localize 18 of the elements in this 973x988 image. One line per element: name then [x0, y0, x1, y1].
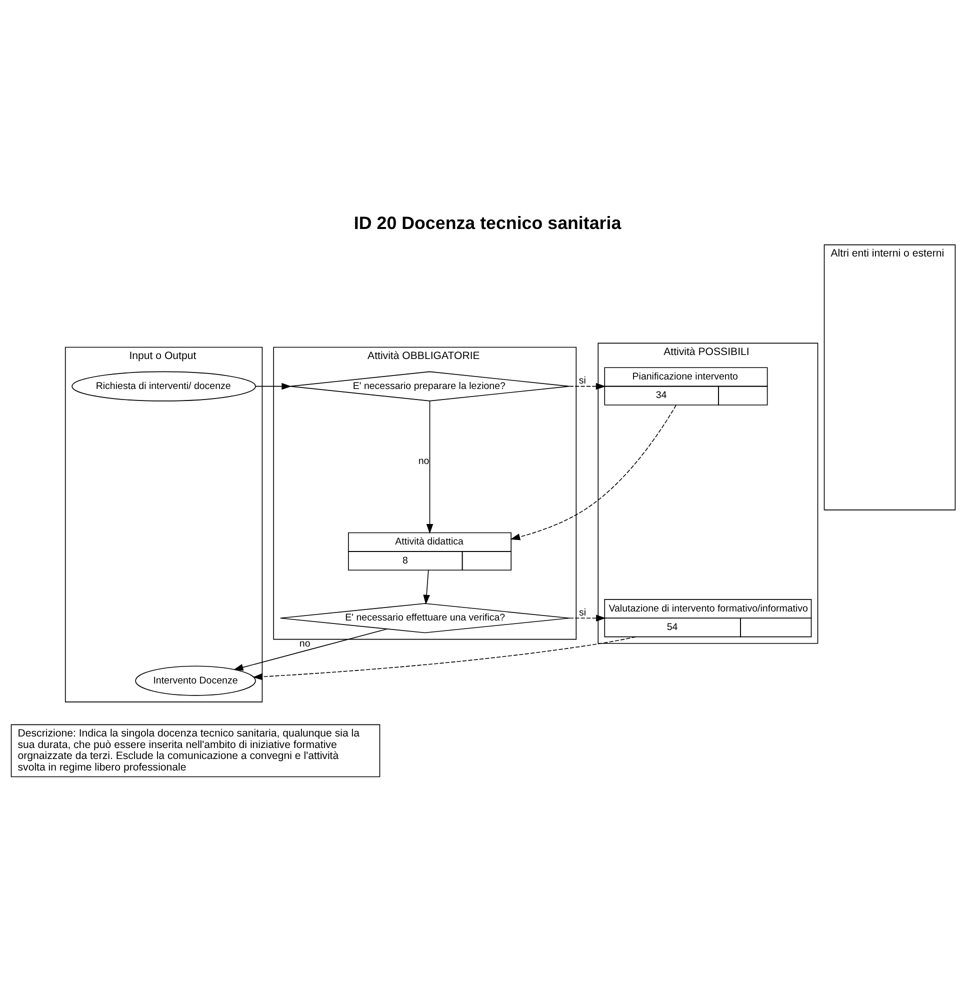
caption: Descrizione: Indica la singola docenza tecnico sanitaria, qualunque sia la sua durata, che può essere inserita nell'ambito di iniziative formative orgnaizzate da terzi. Esclude la comunicazione a convegni e l'attività svolta in regime libero professionale — [18, 726, 360, 774]
edge-label: si — [578, 606, 586, 618]
node-ellipse: Intervento Docenze — [135, 665, 256, 696]
node-box: Altri enti interni o esterni — [824, 244, 956, 510]
edge-label: no — [418, 455, 430, 466]
node-diamond: E' necessario effettuare una verifica? — [280, 602, 570, 633]
node-ellipse: Richiesta di interventi/ docenze — [72, 370, 256, 401]
edge-label: si — [578, 375, 586, 386]
arrow — [568, 382, 606, 390]
arrow — [252, 636, 636, 680]
node-diamond: E' necessario preparare la lezione? — [290, 370, 570, 401]
diagram-title: ID 20 Docenza tecnico sanitaria — [354, 212, 622, 233]
arrow — [255, 382, 292, 390]
arrow — [510, 404, 676, 540]
arrow — [423, 569, 430, 604]
arrow — [426, 400, 434, 534]
edge-label: no — [299, 638, 310, 650]
arrow — [569, 614, 606, 622]
